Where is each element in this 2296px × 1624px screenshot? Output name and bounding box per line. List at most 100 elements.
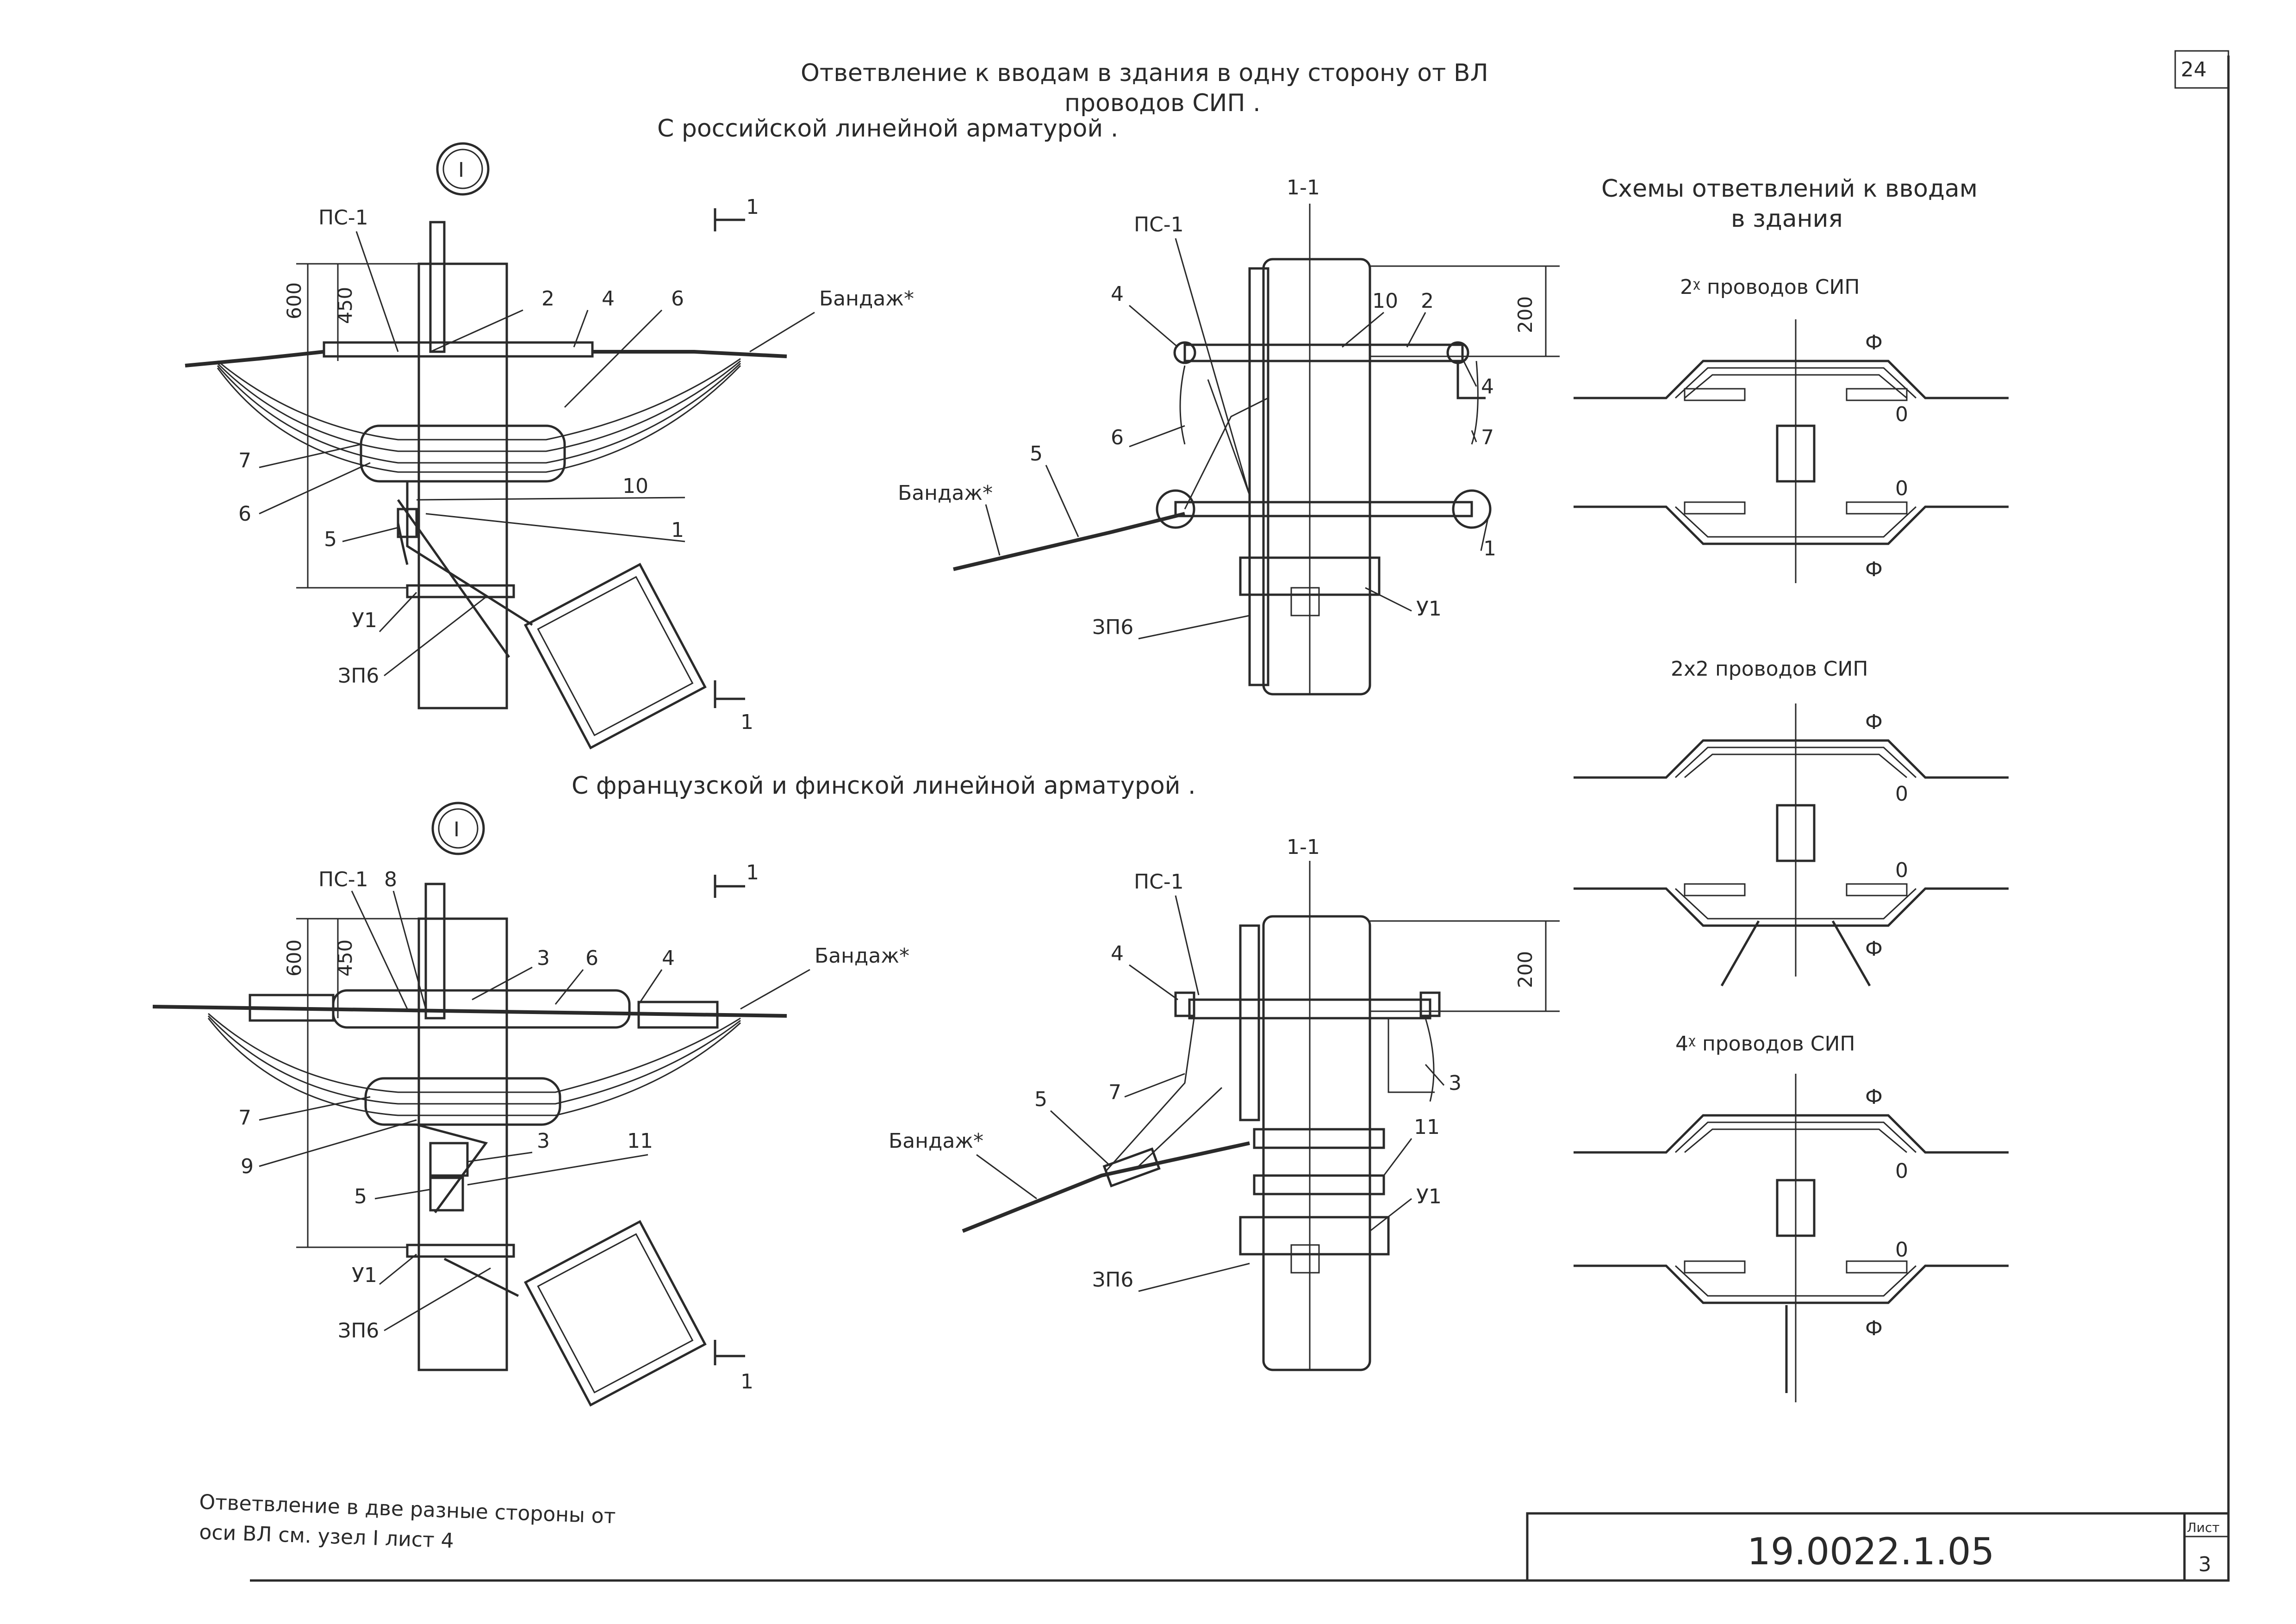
callout-2-section: 2 [1421,289,1434,313]
callout-7-section-2: 7 [1108,1081,1121,1104]
section-mark-bottom-2: 1 [740,1370,753,1394]
view-french-front: I 600 450 1 1 ПС- [152,802,909,1407]
note-block: Ответвление в две разные стороны от оси … [199,1490,616,1553]
view-russian-front: I 600 450 1 [185,142,914,750]
callout-u1-2: У1 [352,1263,377,1287]
scheme3-phase-top: Ф [1865,1085,1883,1109]
callout-7: 7 [238,449,251,473]
callout-ps1: ПС-1 [318,206,368,230]
scheme2-zero-bottom: 0 [1895,859,1908,882]
callout-4-left: 4 [1111,282,1124,306]
dim-200-top: 200 [1514,296,1537,333]
callout-zp6-2: ЗП6 [338,1319,379,1343]
callout-5-section: 5 [1030,442,1043,466]
node-marker-label-2: I [454,818,460,841]
node-marker-circle-2 [431,802,485,855]
callout-10: 10 [622,474,648,498]
callout-4-2: 4 [662,946,675,970]
callout-u1-section-2: У1 [1416,1185,1442,1208]
callout-7-section: 7 [1481,426,1494,449]
pole-section-2 [1262,915,1371,1371]
scheme2-phase-bottom: Ф [1865,937,1883,961]
callout-bandage-section: Бандаж* [898,481,993,505]
callout-7-2: 7 [238,1106,251,1130]
schemes-panel: Схемы ответвлений к вводам в здания 2ᵡ п… [1574,175,2009,1402]
callout-ps1-section: ПС-1 [1134,213,1184,236]
scheme1-title: 2ᵡ проводов СИП [1680,275,1860,299]
callout-4-section-2: 4 [1111,942,1124,965]
view-french-section: 1-1 200 ПС-1 4 7 3 11 [889,835,1560,1371]
callout-1-section: 1 [1483,537,1496,560]
scheme1-zero-bottom: 0 [1895,477,1908,500]
callout-ps1-2: ПС-1 [318,868,368,891]
callout-2: 2 [541,287,554,311]
scheme2-title: 2х2 проводов СИП [1671,657,1868,681]
callout-u1-section: У1 [1416,597,1442,621]
scheme1-zero-top: 0 [1895,403,1908,426]
section-label-top: 1-1 [1287,176,1320,199]
node-marker-circle [436,142,490,196]
callout-3-bottom: 3 [537,1129,550,1153]
callout-8: 8 [384,868,397,891]
scheme2-phase-top: Ф [1865,710,1883,734]
sheet-number: 3 [2198,1553,2211,1576]
scheme2-zero-top: 0 [1895,782,1908,806]
scheme3-phase-bottom: Ф [1865,1317,1883,1340]
callout-5: 5 [324,528,337,551]
callout-zp6-section-2: ЗП6 [1092,1268,1133,1292]
subtitle-french: С французской и финской линейной арматур… [572,772,1196,800]
callout-6-top: 6 [671,287,684,311]
callout-bandage: Бандаж* [819,287,914,311]
schemes-heading-2: в здания [1731,205,1843,233]
scheme3-zero-bottom: 0 [1895,1238,1908,1262]
scheme1-phase-bottom: Ф [1865,558,1883,581]
title-line2: проводов СИП . [1064,89,1261,117]
callout-4: 4 [602,287,615,311]
sheet-frame: 24 [250,50,2230,1582]
pole-section [1262,258,1371,696]
dim-450: 450 [334,287,356,324]
callout-3-section-2: 3 [1449,1071,1462,1095]
section-mark-top-2: 1 [746,861,759,884]
subtitle-russian: С российской линейной арматурой . [657,115,1118,143]
sheet-label: Лист [2187,1520,2220,1535]
callout-zp6: ЗП6 [338,664,379,688]
callout-11-section-2: 11 [1414,1115,1440,1139]
callout-6-2: 6 [585,946,598,970]
callout-ps1-section-2: ПС-1 [1134,870,1184,894]
title-block: 19.0022.1.05 Лист 3 [1526,1512,2230,1582]
callout-10-section: 10 [1372,289,1398,313]
note-line2: оси ВЛ см. узел I лист 4 [199,1520,454,1553]
schemes-heading-1: Схемы ответвлений к вводам [1601,175,1978,203]
callout-4-right: 4 [1481,375,1494,398]
scheme1-phase-top: Ф [1865,331,1883,355]
callout-1: 1 [671,518,684,542]
callout-u1: У1 [352,609,377,632]
title-line1: Ответвление к вводам в здания в одну сто… [801,59,1488,87]
dim-600: 600 [283,282,305,319]
section-mark-top: 1 [746,195,759,219]
callout-bandage-section-2: Бандаж* [889,1129,983,1153]
sheet-number-top: 24 [2181,58,2207,81]
node-marker-label: I [458,158,464,182]
callout-5-2: 5 [354,1185,367,1208]
callout-bandage-2: Бандаж* [815,944,909,968]
section-label-bottom: 1-1 [1287,835,1320,859]
scheme3-zero-top: 0 [1895,1159,1908,1183]
callout-11: 11 [627,1129,653,1153]
scheme3-title: 4ᵡ проводов СИП [1675,1032,1855,1056]
dim-200-bottom: 200 [1514,951,1537,988]
callout-6-left: 6 [238,502,251,526]
dim-600-2: 600 [283,940,305,977]
pole-2 [417,917,508,1371]
callout-5-section-2: 5 [1034,1088,1047,1111]
dim-450-2: 450 [334,940,356,977]
pole [417,262,508,709]
callout-zp6-section: ЗП6 [1092,616,1133,639]
callout-9: 9 [241,1155,254,1178]
callout-6-section: 6 [1111,426,1124,449]
view-russian-section: 1-1 200 ПС-1 4 10 2 4 [898,176,1560,696]
section-mark-bottom: 1 [740,710,753,734]
document-code: 19.0022.1.05 [1747,1530,1994,1573]
